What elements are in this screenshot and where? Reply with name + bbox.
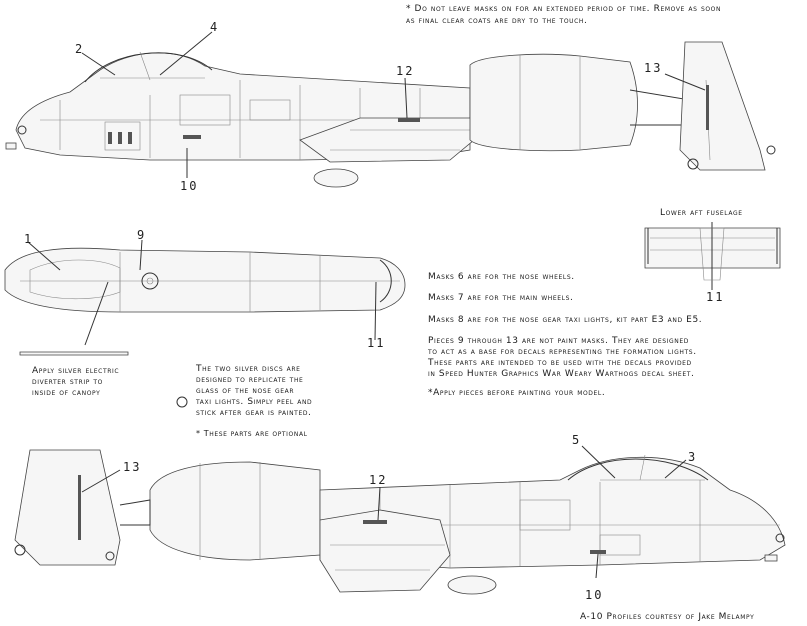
masks-8-note: Masks 8 are for the nose gear taxi light…	[428, 315, 703, 325]
callout-13-top: 13	[644, 61, 663, 75]
callout-10-bottom: 10	[585, 588, 604, 602]
top-warning-line1: * Do not leave masks on for an extended …	[406, 4, 722, 14]
diverter-note-line2: diverter strip to	[32, 377, 103, 387]
callout-1: 1	[24, 232, 34, 246]
discs-note-line3: glass of the nose gear	[196, 386, 295, 396]
bottom-aircraft-profile	[14, 445, 786, 595]
diverter-note-line3: inside of canopy	[32, 388, 101, 398]
optional-note: * These parts are optional	[196, 429, 308, 438]
profile-credit: A-10 Profiles courtesy of Jake Melampy	[580, 612, 755, 622]
top-aircraft-profile	[5, 31, 776, 188]
callout-11-aft: 11	[706, 290, 725, 304]
callout-2-top: 2	[75, 42, 85, 56]
discs-note-line2: designed to replicate the	[196, 375, 304, 385]
discs-note-line5: stick after gear is painted.	[196, 408, 312, 418]
pieces-note-line4: in Speed Hunter Graphics War Weary Warth…	[428, 369, 695, 379]
masks-6-note: Masks 6 are for the nose wheels.	[428, 272, 575, 282]
callout-12-top: 12	[396, 64, 415, 78]
discs-note-line1: The two silver discs are	[196, 364, 301, 374]
pieces-note-line2: to act as a base for decals representing…	[428, 347, 697, 357]
top-warning-line2: as final clear coats are dry to the touc…	[406, 16, 588, 26]
callout-9: 9	[137, 228, 147, 242]
lower-aft-fuselage-label: Lower aft fuselage	[660, 208, 743, 218]
apply-before-painting-note: *Apply pieces before painting your model…	[428, 388, 606, 398]
callout-4-top: 4	[210, 20, 220, 34]
callout-11-plan: 11	[367, 336, 386, 350]
callout-13-bottom: 13	[123, 460, 142, 474]
masks-7-note: Masks 7 are for the main wheels.	[428, 293, 574, 303]
pieces-note-line1: Pieces 9 through 13 are not paint masks.…	[428, 336, 689, 346]
middle-plan-view	[4, 239, 406, 408]
callout-10-top: 10	[180, 179, 199, 193]
diverter-note-line1: Apply silver electric	[32, 366, 120, 376]
callout-3: 3	[688, 450, 698, 464]
lower-aft-fuselage-view	[644, 222, 781, 290]
discs-note-line4: taxi lights. Simply peel and	[196, 397, 313, 407]
callout-12-bottom: 12	[369, 473, 388, 487]
pieces-note-line3: These parts are intended to be used with…	[428, 358, 692, 368]
callout-5: 5	[572, 433, 582, 447]
